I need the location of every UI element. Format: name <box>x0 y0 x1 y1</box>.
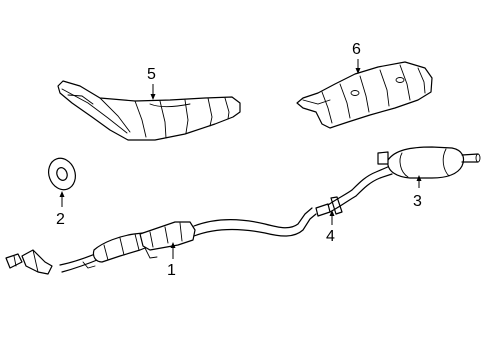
callout-label: 4 <box>326 228 335 245</box>
hanger-clamp <box>315 189 357 217</box>
rear-heat-shield <box>296 61 433 129</box>
callout-4: 4 <box>326 210 335 245</box>
callout-2: 2 <box>56 191 65 228</box>
callout-5: 5 <box>147 66 156 100</box>
callout-6: 6 <box>352 41 361 74</box>
gasket <box>48 157 76 191</box>
callout-label: 5 <box>147 66 156 83</box>
front-pipe-assembly <box>5 207 317 275</box>
callout-label: 3 <box>413 193 422 210</box>
front-heat-shield <box>57 80 241 141</box>
callout-label: 1 <box>167 262 176 279</box>
rear-muffler <box>351 146 481 197</box>
callout-1: 1 <box>167 242 176 279</box>
callout-label: 6 <box>352 41 361 58</box>
callout-label: 2 <box>56 211 65 228</box>
callout-3: 3 <box>413 175 422 210</box>
